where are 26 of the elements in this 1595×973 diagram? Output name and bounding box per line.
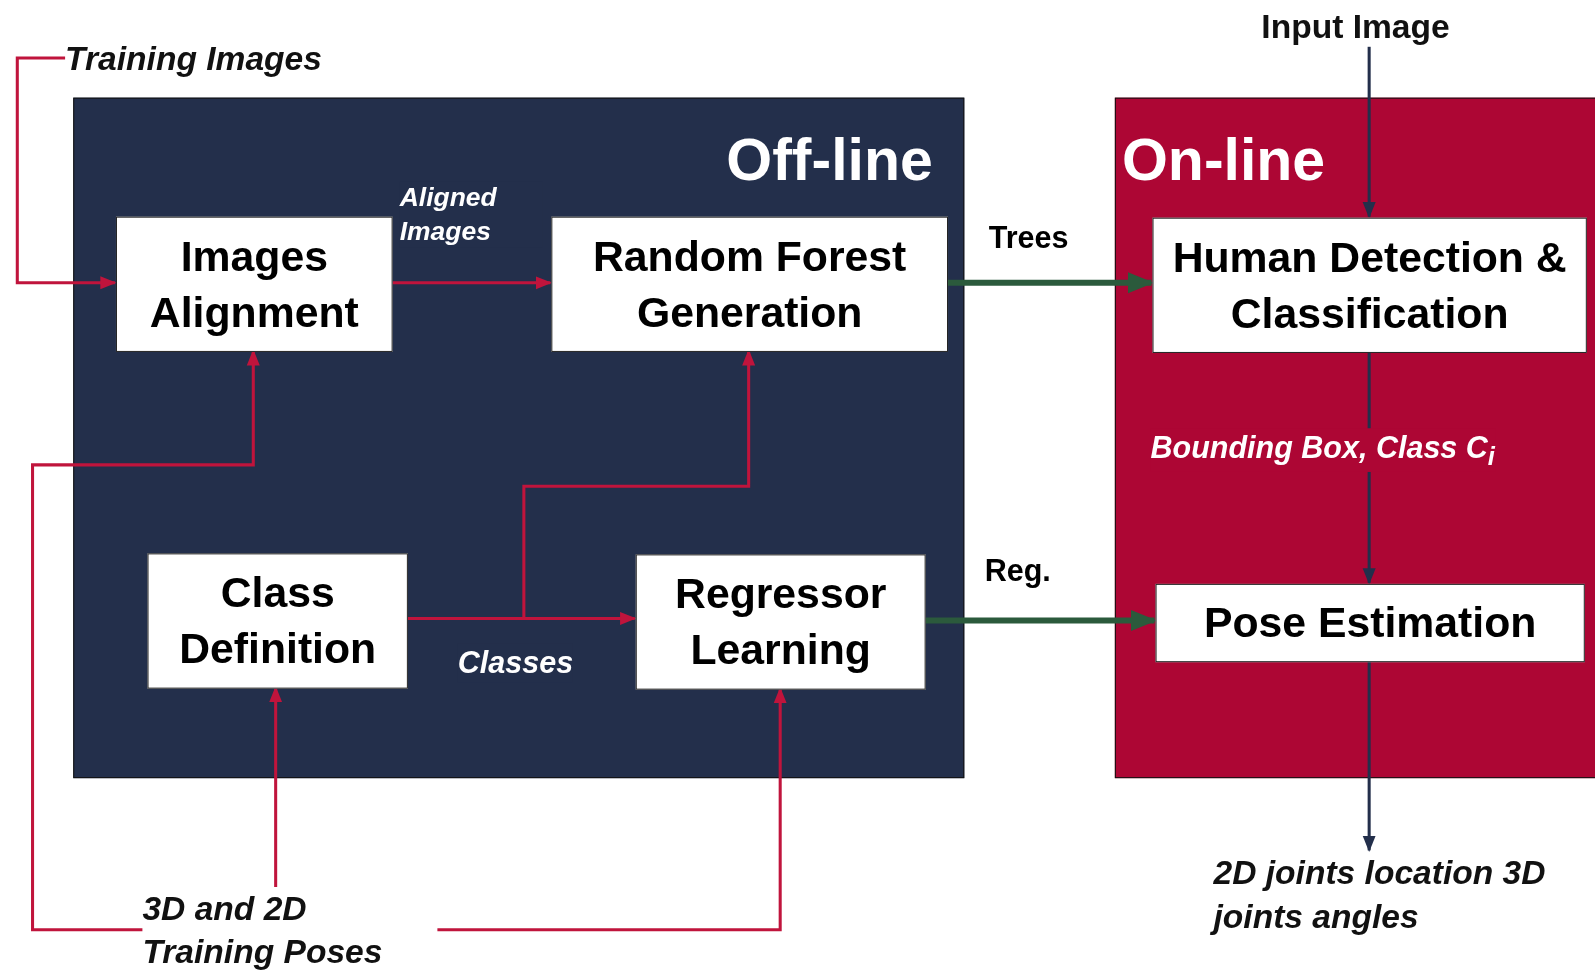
edge-label: Trees xyxy=(988,219,1069,257)
caption-text: Input Image xyxy=(1261,6,1481,47)
panel-background xyxy=(1114,97,1595,779)
process-box: Regressor Learning xyxy=(635,554,926,690)
caption-text: Training Images xyxy=(65,38,371,80)
arrow xyxy=(269,686,283,887)
arrow xyxy=(31,349,260,932)
arrow xyxy=(1362,351,1376,585)
process-box: Images Alignment xyxy=(115,216,393,352)
process-box: Class Definition xyxy=(147,553,408,689)
panel-title: Off-line xyxy=(726,125,933,194)
process-box: Pose Estimation xyxy=(1155,583,1585,663)
panel-title: On-line xyxy=(1121,125,1326,194)
caption-text: 3D and 2D Training Poses xyxy=(142,887,438,973)
panel-background xyxy=(73,97,965,779)
arrow xyxy=(437,687,787,932)
edge-label: Reg. xyxy=(984,552,1051,590)
edge-label: Bounding Box, Class C$_{i}$ xyxy=(1150,428,1495,473)
arrow xyxy=(947,272,1155,294)
arrow xyxy=(1362,661,1376,852)
arrow xyxy=(15,56,117,290)
arrow xyxy=(924,609,1158,632)
process-box: Human Detection & Classification xyxy=(1152,217,1587,353)
arrow xyxy=(391,276,552,290)
process-box: Random Forest Generation xyxy=(551,216,949,352)
arrow xyxy=(1362,46,1376,219)
